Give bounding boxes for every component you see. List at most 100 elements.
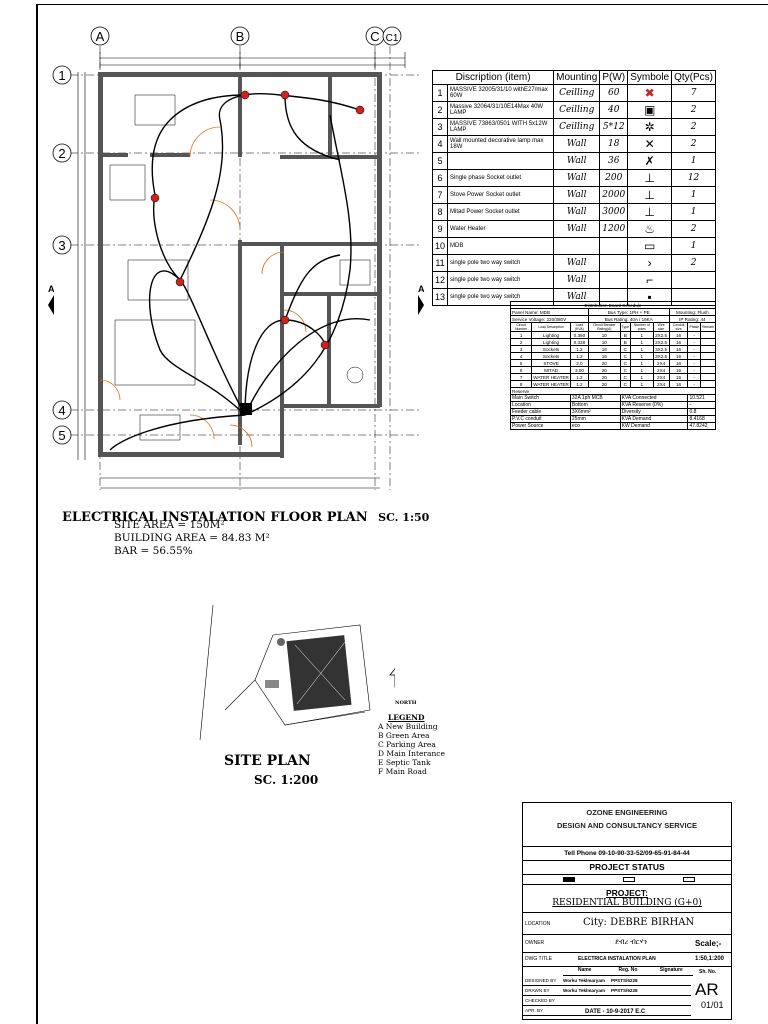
legend-row-mounting: Wall bbox=[553, 254, 601, 272]
title-block: OZONE ENGINEERING DESIGN AND CONSULTANCY… bbox=[522, 802, 732, 1020]
dist-summary-cell: 3X6mm² bbox=[569, 408, 621, 416]
dist-cell: C bbox=[619, 373, 632, 381]
grid-axis-1: 1 bbox=[58, 68, 65, 83]
dist-cell: 1 bbox=[629, 352, 654, 360]
dist-summary-cell: - bbox=[687, 401, 716, 409]
dist-summary-cell: Feeder cable bbox=[510, 408, 571, 416]
dist-cell bbox=[700, 366, 716, 374]
dist-col-header: Circuit Number bbox=[509, 322, 533, 332]
sign-header: Reg. No bbox=[618, 967, 638, 973]
dist-cell: 16 bbox=[668, 359, 689, 367]
legend-row-number: 6 bbox=[431, 169, 449, 187]
dist-cell: 1.2 bbox=[569, 345, 589, 353]
sign-reg: PPSTS/6228 bbox=[611, 978, 638, 983]
box-lamp-icon: ▣ bbox=[627, 101, 673, 119]
dist-summary-cell: 10.521 bbox=[687, 394, 716, 402]
project-label: PROJECT: bbox=[605, 888, 649, 898]
dwg-value: ELECTRICA INSTALATION PLAN bbox=[578, 956, 656, 962]
dist-cell: 16 bbox=[668, 345, 689, 353]
dist-bus-rating: Bus Rating: 40A / 16KA bbox=[587, 315, 670, 323]
dist-cell bbox=[700, 359, 716, 367]
legend-row-item: Massive 32064/31/10E14Max 40W LAMP bbox=[447, 101, 555, 119]
legend-title: LEGEND bbox=[388, 713, 425, 722]
legend-row-qty: 1 bbox=[671, 152, 716, 170]
dist-cell: 2X4 bbox=[652, 373, 670, 381]
owner-value: ደብረ ብርሃን bbox=[615, 939, 648, 946]
dist-ip-rating: IP Rating: 44 bbox=[668, 315, 717, 323]
water-heater-icon: ♨ bbox=[627, 220, 673, 238]
stove-socket-icon: ⊥ bbox=[627, 186, 673, 204]
legend-row-qty: 1 bbox=[671, 237, 716, 255]
firm-phone: Tell Phone 09-10-90-33-52/09-65-91-84-44 bbox=[523, 847, 731, 861]
legend-row-mounting: Wall bbox=[553, 169, 601, 187]
legend-row-power: 5*12 bbox=[599, 118, 629, 136]
dist-cell: 20 bbox=[587, 373, 621, 381]
building-footprint bbox=[286, 635, 352, 711]
sign-name: Worku Teklmaryam bbox=[563, 988, 605, 993]
legend-row-mounting: Wall bbox=[553, 203, 601, 221]
dist-cell: 2 bbox=[509, 338, 533, 346]
dist-cell: 2X2.5 bbox=[652, 331, 670, 339]
legend-row-item: MDB bbox=[447, 237, 555, 255]
legend-row-power: 2000 bbox=[599, 186, 629, 204]
dist-col-header: Conduit size bbox=[668, 322, 689, 332]
legend-row-mounting bbox=[553, 237, 601, 255]
dist-cell: 1 bbox=[509, 331, 533, 339]
legend-row-mounting: Wall bbox=[553, 220, 601, 238]
dist-cell: Lighting bbox=[531, 331, 571, 339]
legend-row-qty: 2 bbox=[671, 254, 716, 272]
dist-summary-cell: KVA Reserve (0%) bbox=[619, 401, 689, 409]
legend-row-mounting: Wall bbox=[553, 271, 601, 289]
legend-item: C Parking Area bbox=[378, 740, 436, 749]
ceiling-lamp-cross-icon: ✖ bbox=[627, 84, 673, 102]
section-marker-right: A bbox=[418, 284, 425, 294]
owner-label: OWNER bbox=[525, 940, 545, 946]
dist-cell: - bbox=[687, 331, 702, 339]
firm-header: OZONE ENGINEERING DESIGN AND CONSULTANCY… bbox=[523, 803, 731, 847]
dist-mounting: Mounting: Flush bbox=[668, 308, 717, 316]
location-value: City: DEBRE BIRHAN bbox=[583, 917, 695, 928]
legend-row-power: 1200 bbox=[599, 220, 629, 238]
dist-cell: C bbox=[619, 366, 632, 374]
plan-scale: SC. 1:50 bbox=[378, 511, 430, 524]
dist-cell: 3 bbox=[509, 345, 533, 353]
legend-row-power: 36 bbox=[599, 152, 629, 170]
dist-cell bbox=[700, 352, 716, 360]
legend-row-qty: 1 bbox=[671, 186, 716, 204]
legend-row-mounting: Wall bbox=[553, 152, 601, 170]
dist-summary-cell: 47.8242 bbox=[687, 422, 716, 430]
socket-outlet-icon: ⊥ bbox=[627, 169, 673, 187]
col-power: P(W) bbox=[599, 70, 629, 85]
dist-col-header: Phase bbox=[687, 322, 702, 332]
dist-col-header: Type bbox=[619, 322, 632, 332]
site-plan-scale: SC. 1:200 bbox=[254, 773, 319, 787]
owner-row: OWNER ደብረ ብርሃን bbox=[523, 935, 731, 953]
legend-row-number: 9 bbox=[431, 220, 449, 238]
sign-role: DESIGNED BY bbox=[525, 978, 557, 983]
grid-axis-2: 2 bbox=[58, 146, 65, 161]
bar-ratio: BAR = 56.55% bbox=[114, 545, 193, 557]
legend-row-mounting: Wall bbox=[553, 135, 601, 153]
site-area: SITE AREA = 150M² bbox=[114, 519, 225, 531]
project-value: RESIDENTIAL BUILDING (G+0) bbox=[552, 898, 702, 908]
dist-cell: - bbox=[687, 338, 702, 346]
scale-value: 1:50,1:200 bbox=[695, 956, 725, 962]
firm-service: DESIGN AND CONSULTANCY SERVICE bbox=[556, 821, 698, 830]
sign-role: CHECKED BY bbox=[525, 998, 555, 1003]
dist-cell: 16 bbox=[668, 373, 689, 381]
legend-row-qty: 2 bbox=[671, 118, 716, 136]
dist-col-header: Load (KVA) bbox=[569, 322, 589, 332]
legend-row-qty: 12 bbox=[671, 169, 716, 187]
dist-cell: 16 bbox=[668, 331, 689, 339]
sheet-number: 01/01 bbox=[701, 1000, 724, 1010]
legend-row-number: 12 bbox=[431, 271, 449, 289]
dist-cell bbox=[700, 345, 716, 353]
